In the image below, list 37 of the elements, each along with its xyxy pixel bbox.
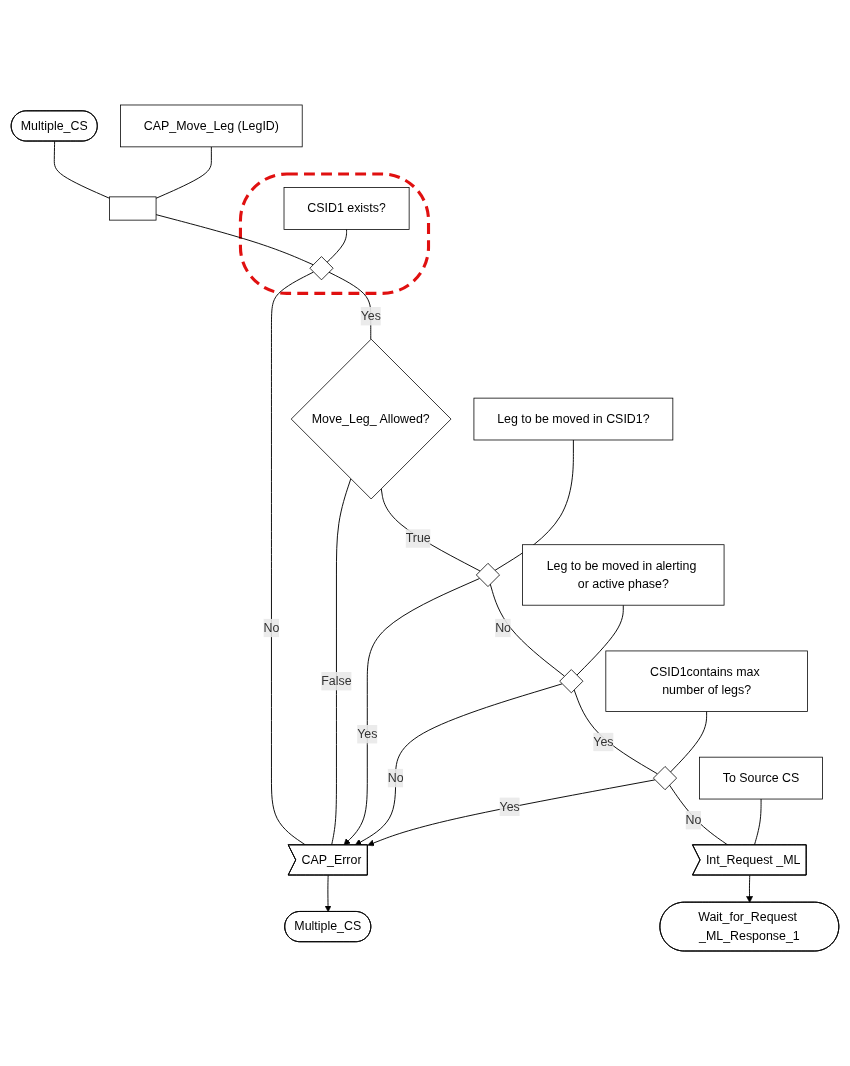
connector bbox=[271, 271, 314, 846]
connector bbox=[155, 146, 212, 199]
edge-label: No bbox=[495, 621, 512, 635]
connector bbox=[668, 784, 729, 846]
node-box bbox=[109, 196, 157, 221]
node-diamond bbox=[475, 562, 500, 587]
node-diamond bbox=[559, 669, 584, 694]
node-diamond: Move_Leg_ Allowed? bbox=[290, 338, 452, 500]
connector bbox=[576, 604, 624, 676]
edge-label: No bbox=[387, 771, 404, 785]
connector bbox=[53, 140, 110, 199]
edge-label: Yes bbox=[593, 734, 614, 749]
connector bbox=[326, 228, 348, 263]
edge-label: True bbox=[405, 531, 431, 545]
connector bbox=[155, 214, 314, 266]
node-box: CAP_Move_Leg (LegID) bbox=[120, 104, 303, 148]
connector bbox=[669, 710, 708, 773]
connector bbox=[380, 488, 481, 572]
node-box: Leg to be moved in alerting or active phase? bbox=[522, 544, 725, 606]
node-box: CSID1contains max number of legs? bbox=[605, 650, 808, 712]
edge-label: Yes bbox=[357, 727, 378, 741]
edge-label: False bbox=[321, 674, 352, 688]
node-box: Leg to be moved in CSID1? bbox=[473, 397, 674, 441]
edge-label: No bbox=[685, 813, 702, 827]
edge-label: Yes bbox=[499, 799, 520, 813]
connector bbox=[753, 798, 762, 846]
connector bbox=[331, 478, 352, 846]
connector bbox=[489, 583, 565, 677]
node-diamond bbox=[653, 766, 678, 791]
node-diamond bbox=[309, 256, 334, 281]
connector bbox=[573, 689, 658, 775]
connector bbox=[494, 439, 574, 571]
edge-label: No bbox=[263, 621, 280, 635]
node-box: To Source CS bbox=[699, 756, 823, 800]
edge-label: Yes bbox=[360, 309, 381, 323]
node-box: CSID1 exists? bbox=[283, 187, 410, 230]
connector bbox=[328, 271, 372, 340]
